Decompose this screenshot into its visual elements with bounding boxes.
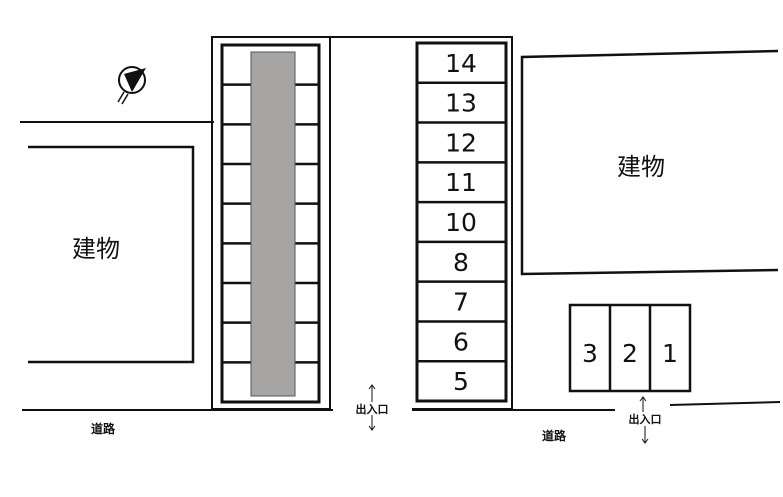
left-parking-block	[211, 36, 331, 410]
parking-space-number: 10	[445, 208, 477, 237]
entrance-label-right: 出入口	[629, 412, 662, 426]
entrance-right: 出入口	[629, 396, 662, 444]
parking-space-number: 12	[445, 128, 477, 157]
right-building-label: 建物	[617, 153, 665, 181]
road-label-left: 道路	[91, 421, 116, 436]
parking-space-number: 7	[453, 288, 469, 317]
entrance-label-center: 出入口	[356, 402, 389, 416]
blocked-center-strip	[250, 51, 296, 397]
center-parking-block: 14 13 12 11 10 8 7 6 5	[330, 36, 513, 410]
center-stalls: 14 13 12 11 10 8 7 6 5	[417, 49, 506, 396]
parking-space-number: 14	[445, 49, 477, 78]
parking-space-number: 5	[453, 367, 469, 396]
north-arrow-icon	[117, 66, 146, 105]
parking-space-number: 2	[622, 339, 638, 368]
parking-space-number: 6	[453, 327, 469, 356]
parking-space-number: 3	[582, 339, 598, 368]
left-building-outline	[28, 145, 195, 364]
right-building-outline	[520, 49, 779, 276]
parking-space-number: 1	[662, 339, 678, 368]
parking-space-number: 11	[445, 168, 477, 197]
road-label-right: 道路	[542, 428, 567, 443]
entrance-center: 出入口	[356, 384, 389, 431]
parking-space-number: 13	[445, 89, 477, 118]
left-building-label: 建物	[72, 235, 120, 263]
parking-space-number: 8	[453, 248, 469, 277]
